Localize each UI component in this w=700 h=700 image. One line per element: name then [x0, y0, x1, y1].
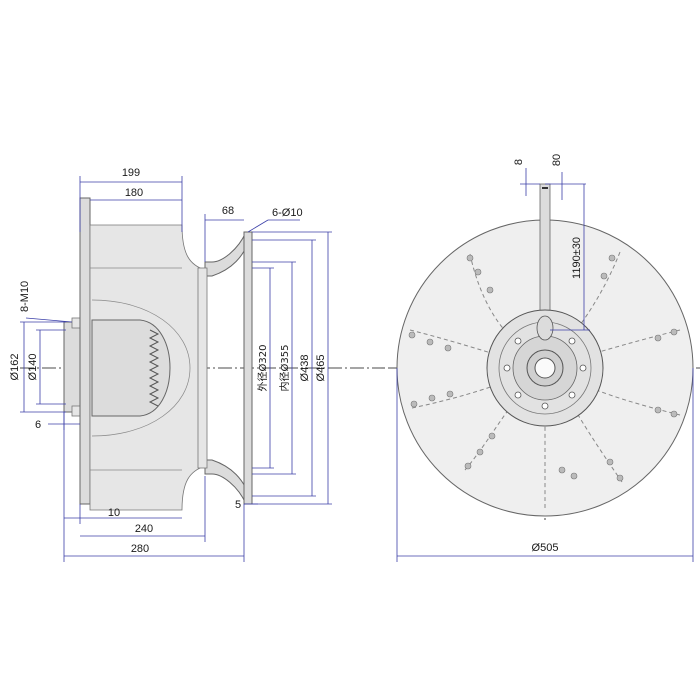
- dim-80: 80: [551, 154, 563, 166]
- front-view: 8 80 1190±30 Ø505: [388, 154, 700, 562]
- front-dimensions: 8 80 1190±30 Ø505: [396, 154, 694, 562]
- back-plate: [79, 197, 91, 505]
- motor-housing: [91, 319, 171, 417]
- dim-68: 68: [222, 205, 234, 217]
- dim-d140: Ø140: [27, 354, 39, 381]
- dim-cable-length: 1190±30: [571, 237, 583, 279]
- dim-8-m10: 8-M10: [19, 281, 31, 312]
- dim-6-holes: 6-Ø10: [272, 207, 303, 219]
- side-dimensions: 199 180 68 6-Ø10 8-M10 Ø162 Ø140: [9, 167, 332, 562]
- dim-d505: Ø505: [532, 542, 559, 554]
- dim-180: 180: [125, 187, 143, 199]
- shaft-hole: [534, 357, 556, 379]
- dim-240: 240: [135, 523, 153, 535]
- dim-6: 6: [35, 419, 41, 431]
- mount-flange: [63, 321, 81, 413]
- dim-5: 5: [235, 499, 241, 511]
- inlet-plate: [197, 267, 208, 469]
- dim-d438: Ø438: [299, 355, 311, 382]
- dim-199: 199: [122, 167, 140, 179]
- dim-d320: 外径Ø320: [256, 345, 269, 392]
- inlet-flange: [243, 231, 253, 505]
- dim-10: 10: [108, 507, 120, 519]
- blade-curve: [91, 299, 191, 437]
- cable-gland: [536, 315, 554, 341]
- dim-d465: Ø465: [315, 355, 327, 382]
- dim-d162: Ø162: [9, 354, 21, 381]
- side-view: 199 180 68 6-Ø10 8-M10 Ø162 Ø140: [9, 167, 385, 562]
- motor-coil: [148, 329, 160, 407]
- dim-d355: 内径Ø355: [278, 345, 291, 392]
- dim-8: 8: [513, 159, 525, 165]
- blade-marks: [408, 254, 678, 482]
- dim-280: 280: [131, 543, 149, 555]
